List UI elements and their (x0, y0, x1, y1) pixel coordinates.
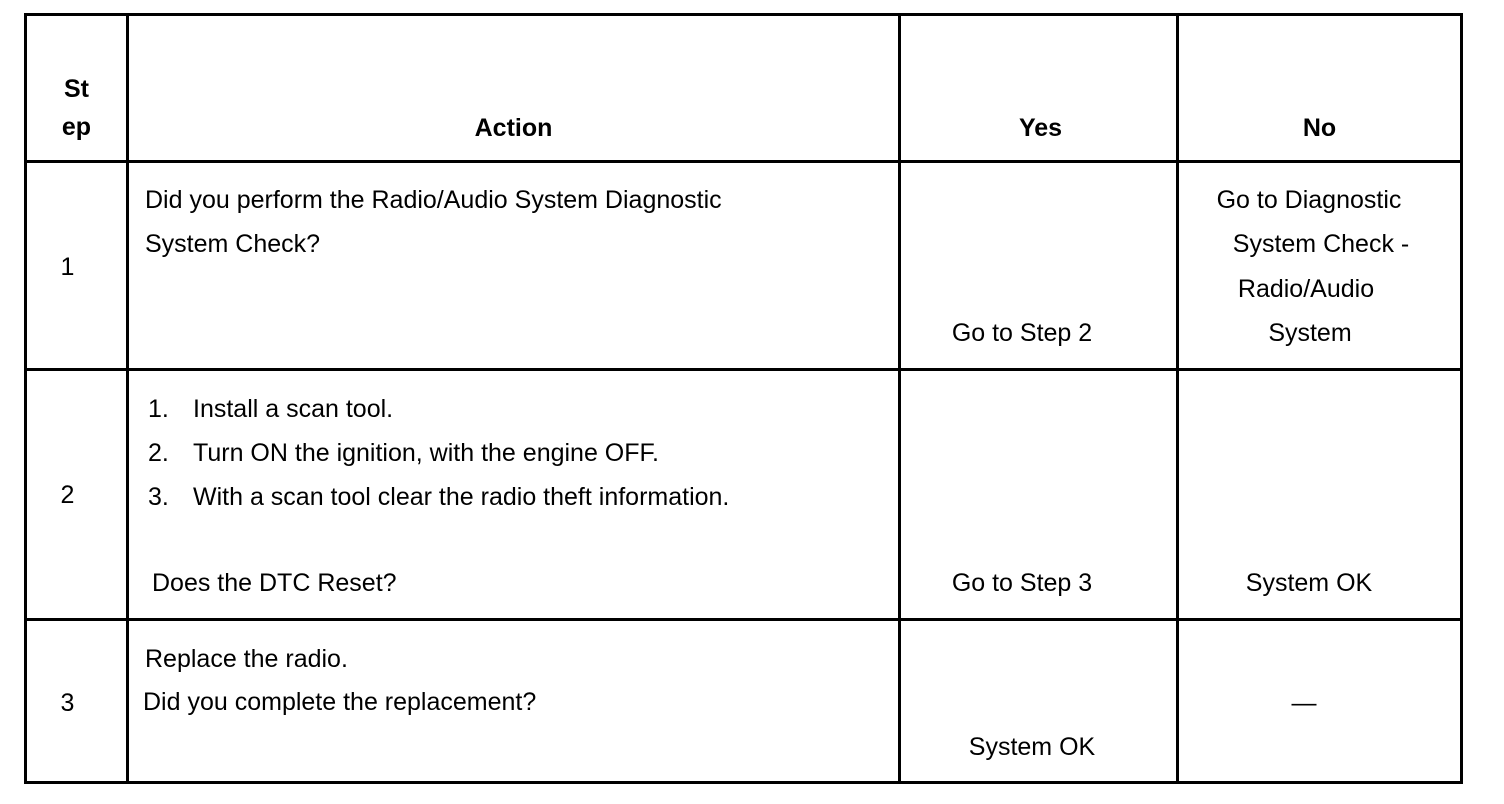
column-divider-action-yes (898, 13, 901, 784)
row-1-no-line-3: Radio/Audio (1237, 275, 1375, 303)
table-border-right (1460, 13, 1463, 784)
row-2-list-num-1: 1. (148, 395, 169, 423)
header-divider (24, 160, 1463, 163)
header-yes: Yes (1018, 114, 1063, 142)
row-2-list-text-2: Turn ON the ignition, with the engine OF… (193, 439, 659, 467)
table-border-top (24, 13, 1463, 16)
table-border-left (24, 13, 27, 784)
row-3-no: — (1291, 689, 1317, 717)
column-divider-yes-no (1176, 13, 1179, 784)
row-1-step: 1 (60, 253, 75, 281)
row-3-action-line-2: Did you complete the replacement? (143, 688, 537, 716)
row-1-action-line-2: System Check? (145, 230, 321, 258)
header-action: Action (474, 114, 553, 142)
row-divider-1 (24, 368, 1463, 371)
row-1-yes: Go to Step 2 (951, 319, 1093, 347)
row-2-step: 2 (60, 481, 75, 509)
row-divider-2 (24, 618, 1463, 621)
row-2-list-text-3: With a scan tool clear the radio theft i… (193, 483, 730, 511)
row-3-action-line-1: Replace the radio. (145, 645, 348, 673)
header-step-line-1: St (64, 75, 89, 103)
row-1-no-line-2: System Check - (1232, 230, 1410, 258)
header-step: St ep (27, 70, 126, 146)
row-1-no-line-1: Go to Diagnostic (1216, 186, 1402, 214)
row-2-list-text-1: Install a scan tool. (193, 395, 394, 423)
row-3-step: 3 (60, 689, 75, 717)
row-1-action-line-1: Did you perform the Radio/Audio System D… (145, 186, 722, 214)
row-2-yes: Go to Step 3 (951, 569, 1093, 597)
row-2-list-num-2: 2. (148, 439, 169, 467)
row-2-no: System OK (1245, 569, 1373, 597)
row-2-list-num-3: 3. (148, 483, 169, 511)
column-divider-step-action (126, 13, 129, 784)
row-3-yes: System OK (968, 733, 1096, 761)
header-no: No (1302, 114, 1337, 142)
row-1-no-line-4: System (1268, 319, 1352, 347)
row-2-action-question: Does the DTC Reset? (152, 569, 397, 597)
header-step-line-2: ep (61, 113, 92, 141)
table-border-bottom (24, 781, 1463, 784)
